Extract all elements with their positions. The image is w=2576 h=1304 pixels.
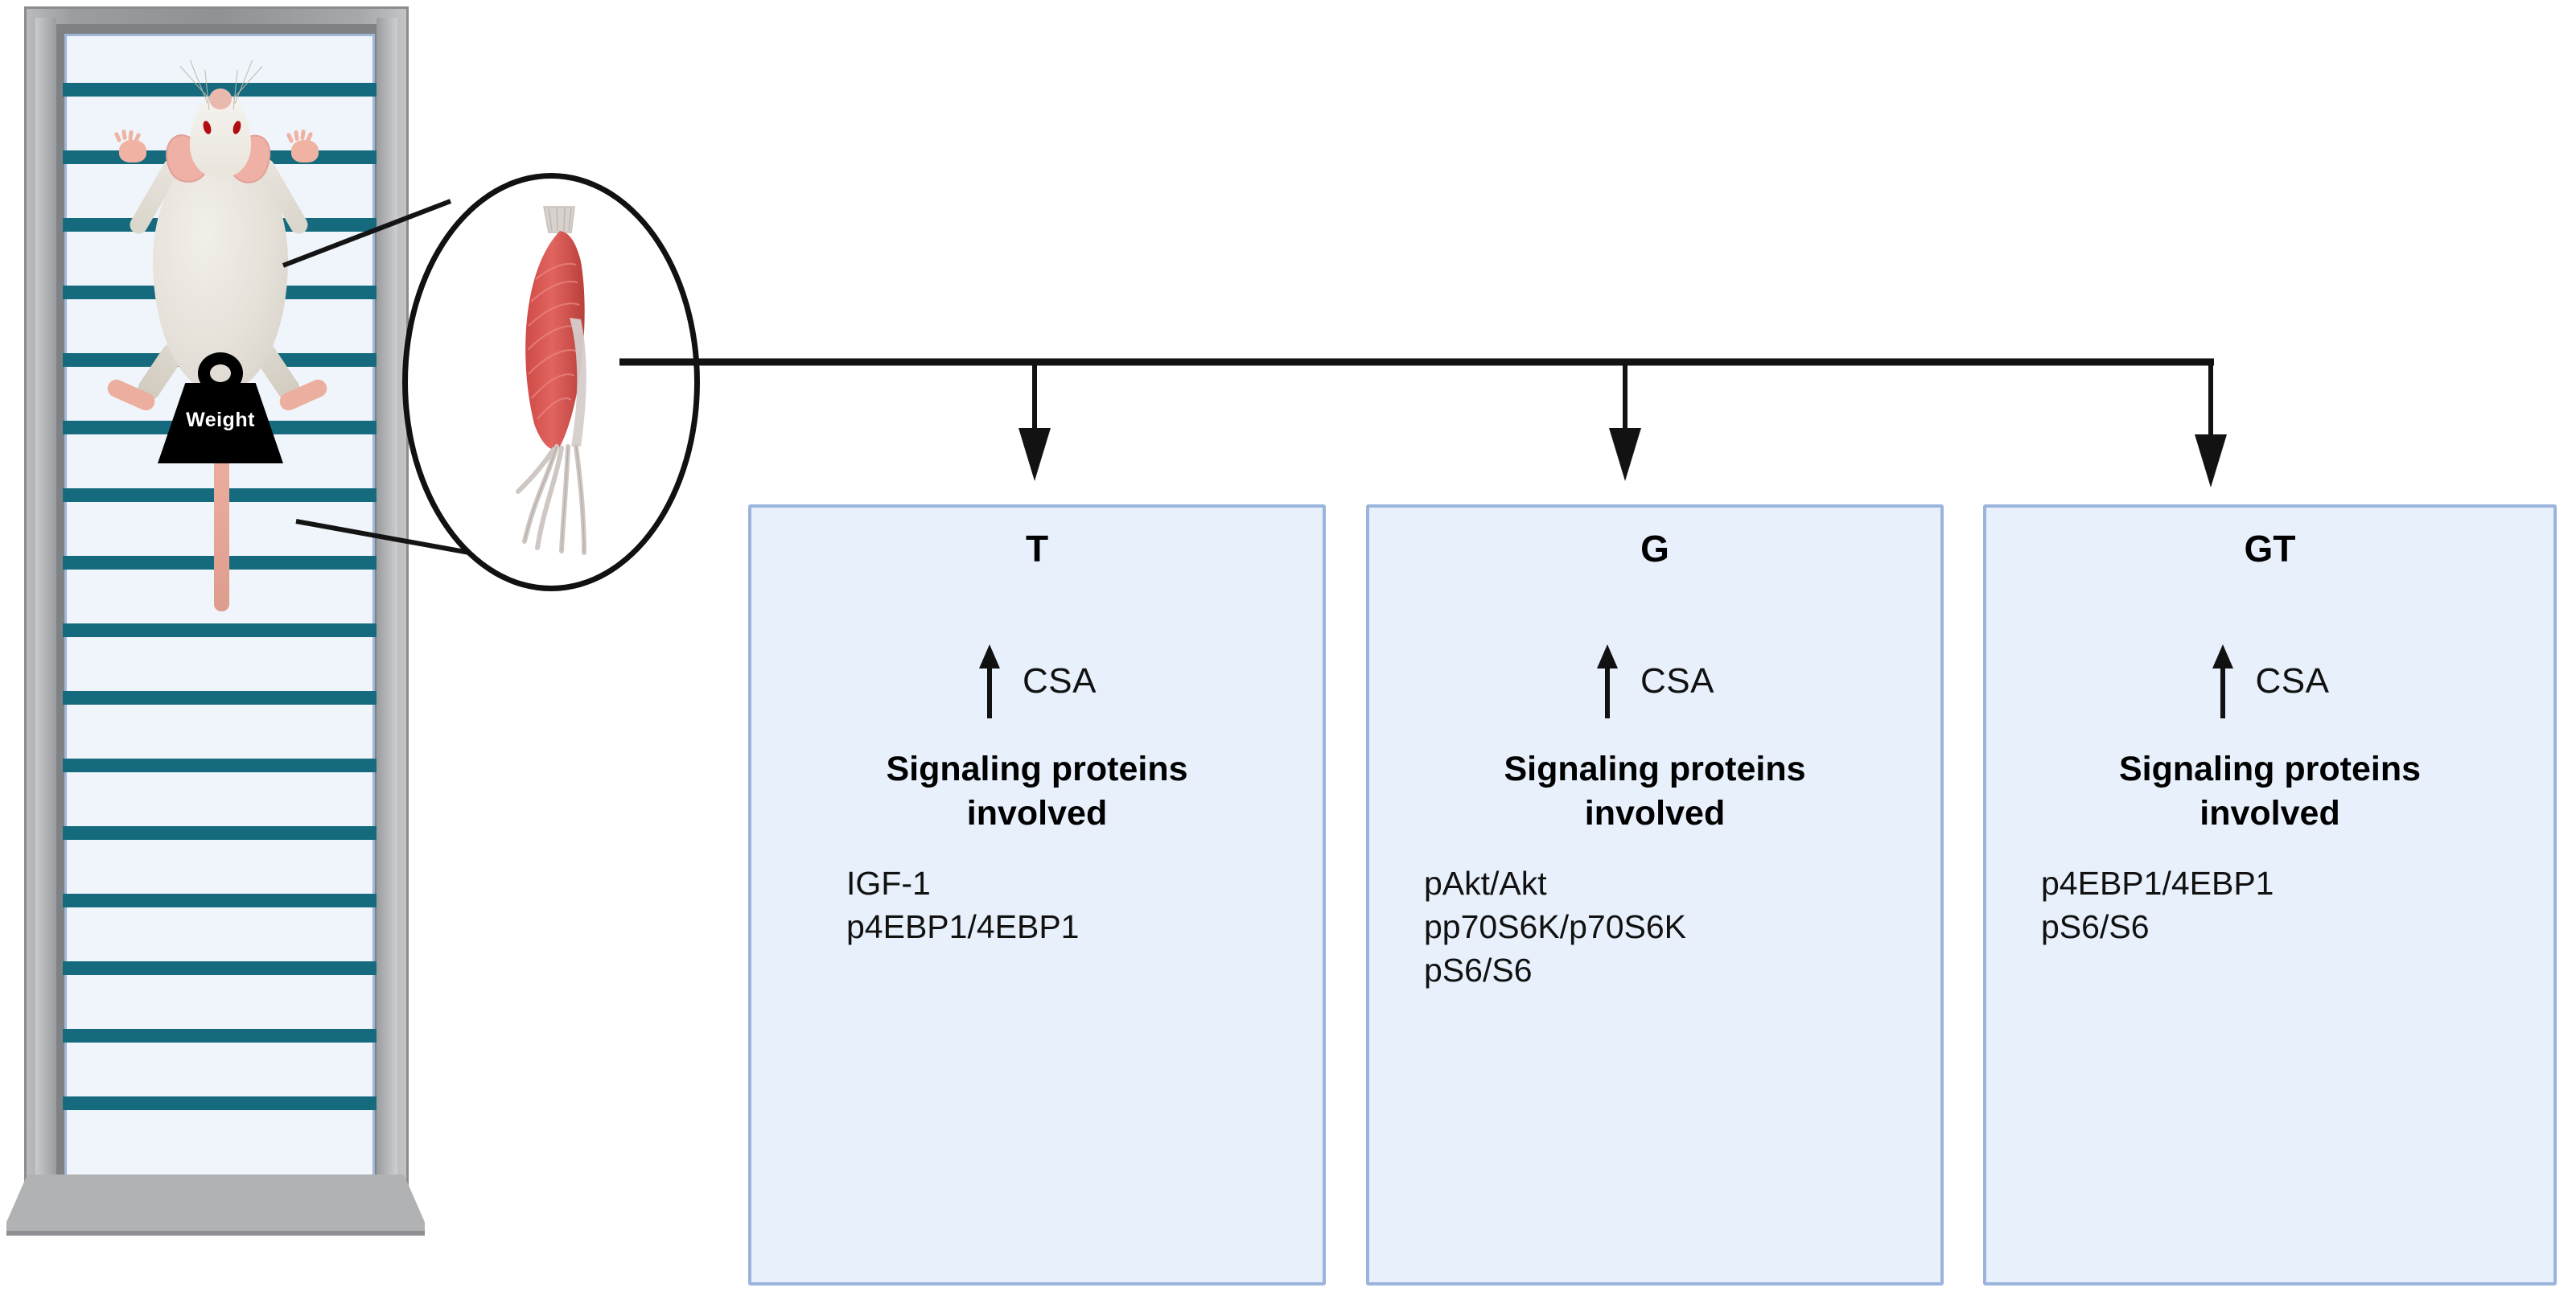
ladder-rung [63, 894, 377, 907]
protein-item: pAkt/Akt [1424, 865, 1547, 902]
ladder-rung [63, 623, 377, 637]
rat-body [153, 150, 288, 391]
protein-item: p4EBP1/4EBP1 [2041, 865, 2274, 902]
group-box-gt: GT CSA Signaling proteins involved p4EBP… [1983, 504, 2557, 1285]
signaling-heading-line2-gt: involved [2199, 794, 2340, 833]
signaling-heading-line2-t: involved [966, 794, 1108, 833]
weight-label: Weight [186, 409, 255, 431]
protein-list-g: pAkt/Akt pp70S6K/p70S6K pS6/S6 [1369, 862, 1995, 992]
group-title-gt: GT [2244, 528, 2296, 570]
rat-snout [209, 88, 232, 109]
group-title-g: G [1640, 528, 1669, 570]
signaling-heading-line2-g: involved [1584, 794, 1726, 833]
ladder-rung [63, 691, 377, 705]
csa-label-g: CSA [1640, 661, 1714, 701]
csa-indicator-gt: CSA [1986, 644, 2553, 718]
signaling-heading-line1-gt: Signaling proteins [2118, 750, 2422, 788]
group-box-t: T CSA Signaling proteins involved IGF-1 p… [748, 504, 1326, 1285]
arrow-up-icon-g [1595, 644, 1619, 718]
signaling-heading-gt: Signaling proteins involved [1986, 747, 2553, 836]
ladder-rung [63, 1029, 377, 1043]
csa-label-gt: CSA [2255, 661, 2330, 701]
signaling-heading-line1-g: Signaling proteins [1504, 750, 1806, 788]
rat-illustration: Weight [72, 60, 362, 618]
ladder-rail-left [35, 18, 56, 1186]
ladder-rung [63, 961, 377, 975]
csa-indicator-g: CSA [1369, 644, 1940, 718]
climbing-ladder-apparatus: Weight [6, 6, 426, 1277]
ladder-base [6, 1174, 425, 1236]
weight-block: Weight [151, 352, 288, 481]
ladder-rung [63, 1096, 377, 1110]
protein-item: IGF-1 [846, 865, 931, 902]
signaling-heading-line1-t: Signaling proteins [886, 750, 1188, 788]
arrow-up-icon-t [977, 644, 1002, 718]
protein-list-t: IGF-1 p4EBP1/4EBP1 [751, 862, 1418, 948]
group-title-t: T [1025, 528, 1049, 570]
csa-label-t: CSA [1023, 661, 1097, 701]
ladder-rail-right [377, 18, 397, 1186]
group-box-g: G CSA Signaling proteins involved pAkt/A… [1366, 504, 1944, 1285]
ladder-rung [63, 759, 377, 772]
signaling-heading-t: Signaling proteins involved [751, 747, 1323, 836]
protein-item: pp70S6K/p70S6K [1424, 908, 1686, 946]
ladder-rung [63, 826, 377, 840]
arrow-up-icon-gt [2211, 644, 2235, 718]
protein-list-gt: p4EBP1/4EBP1 pS6/S6 [1986, 862, 2576, 948]
protein-item: pS6/S6 [1424, 952, 1533, 989]
protein-item: pS6/S6 [2041, 908, 2150, 946]
signaling-heading-g: Signaling proteins involved [1369, 747, 1940, 836]
rat-paw-front-left [113, 129, 146, 162]
protein-item: p4EBP1/4EBP1 [846, 908, 1080, 946]
csa-indicator-t: CSA [751, 644, 1323, 718]
skeletal-muscle-icon [516, 206, 586, 555]
rat-paw-front-right [286, 129, 319, 162]
